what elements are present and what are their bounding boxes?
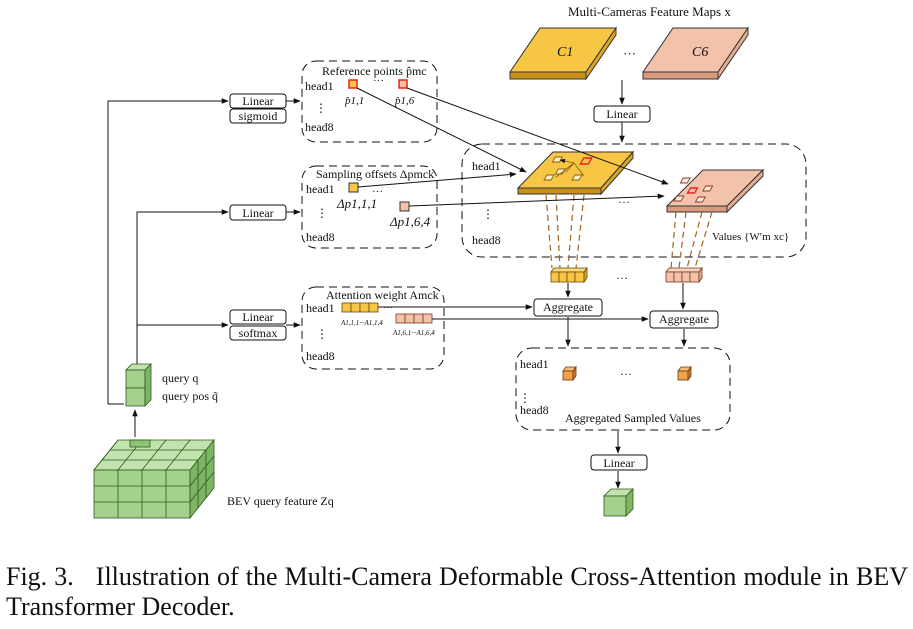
aggregate-box-1 xyxy=(533,298,603,317)
svg-text:···: ··· xyxy=(620,367,632,381)
svg-text:head1: head1 xyxy=(306,182,335,196)
attention-weight-title: Attention weight Amck xyxy=(326,288,439,302)
query-pos-label: query pos q̃ xyxy=(162,389,218,403)
svg-text:Linear: Linear xyxy=(603,456,634,470)
svg-text:head1: head1 xyxy=(305,79,334,93)
svg-text:A1,1,1···A1,1,4: A1,1,1···A1,1,4 xyxy=(340,319,383,327)
aggregate-box-2 xyxy=(649,310,719,329)
svg-text:⋮: ⋮ xyxy=(519,391,531,405)
camera-ellipsis: ··· xyxy=(623,46,636,61)
svg-text:head1: head1 xyxy=(472,159,501,173)
svg-text:⋮: ⋮ xyxy=(316,206,328,220)
svg-text:⋮: ⋮ xyxy=(482,207,494,221)
svg-text:Linear: Linear xyxy=(242,310,273,324)
svg-text:···: ··· xyxy=(616,271,628,285)
reference-points-title: Reference points p̂mc xyxy=(322,64,427,78)
bev-query-label: BEV query feature Zq xyxy=(227,494,334,508)
svg-text:Aggregate: Aggregate xyxy=(543,300,593,314)
svg-text:⋮: ⋮ xyxy=(315,101,327,115)
sampling-offsets-region xyxy=(301,165,438,249)
sampled-cubes-salmon xyxy=(665,266,703,284)
svg-text:head1: head1 xyxy=(520,357,549,371)
svg-text:head8: head8 xyxy=(306,349,335,363)
reference-points-region xyxy=(301,60,438,143)
camera-map-c1: C1 xyxy=(509,26,617,81)
linear-box-output xyxy=(590,454,648,471)
ref-point-6 xyxy=(398,79,408,89)
svg-text:C6: C6 xyxy=(692,45,708,60)
values-label: Values {W′m xc} xyxy=(712,231,789,243)
sampling-offsets-title: Sampling offsets Δpmck xyxy=(316,167,434,181)
svg-text:p̂1,1: p̂1,1 xyxy=(344,95,364,107)
softmax-box xyxy=(229,325,287,341)
caption-text: Illustration of the Multi-Camera Deforma… xyxy=(6,562,908,621)
svg-text:sigmoid: sigmoid xyxy=(239,109,278,123)
weights-salmon xyxy=(395,313,433,324)
aggregated-cube-2 xyxy=(677,365,692,382)
attention-weight-region xyxy=(301,286,445,370)
svg-text:···: ··· xyxy=(372,186,383,198)
svg-text:p̂1,6: p̂1,6 xyxy=(394,95,415,107)
svg-text:Linear: Linear xyxy=(242,94,273,108)
output-cube xyxy=(603,488,634,517)
sampling-lines-yellow xyxy=(545,194,585,269)
svg-text:···: ··· xyxy=(373,75,384,87)
value-map-yellow xyxy=(516,150,635,196)
svg-text:A1,6,1···A1,6,4: A1,6,1···A1,6,4 xyxy=(392,329,435,337)
sigmoid-box xyxy=(229,108,287,124)
svg-text:Linear: Linear xyxy=(606,107,637,121)
figure-number: Fig. 3. xyxy=(6,562,74,591)
aggregated-values-label: Aggregated Sampled Values xyxy=(565,411,701,425)
svg-text:···: ··· xyxy=(618,195,630,209)
svg-text:C1: C1 xyxy=(557,45,573,60)
svg-text:head8: head8 xyxy=(472,233,501,247)
svg-text:head1: head1 xyxy=(306,301,335,315)
svg-text:Δp1,6,4: Δp1,6,4 xyxy=(389,214,431,229)
sampling-lines-salmon xyxy=(670,211,713,269)
svg-text:Δp1,1,1: Δp1,1,1 xyxy=(336,196,377,211)
svg-text:head8: head8 xyxy=(305,120,334,134)
values-region xyxy=(461,143,807,258)
offset-point-1 xyxy=(348,182,359,193)
ref-point-1 xyxy=(348,79,358,89)
svg-text:Linear: Linear xyxy=(242,206,273,220)
svg-text:head8: head8 xyxy=(520,403,549,417)
offset-point-6 xyxy=(399,201,410,212)
svg-text:···: ··· xyxy=(383,303,393,314)
svg-text:Aggregate: Aggregate xyxy=(659,312,709,326)
figure-caption: Fig. 3.Illustration of the Multi-Camera … xyxy=(6,562,908,622)
svg-text:softmax: softmax xyxy=(239,326,278,340)
linear-box-attn xyxy=(229,309,287,325)
camera-map-c6: C6 xyxy=(642,26,749,81)
value-map-salmon xyxy=(665,168,765,214)
sampled-cubes-yellow xyxy=(550,266,588,284)
aggregated-values-region xyxy=(515,347,731,431)
aggregated-cube-1 xyxy=(562,365,577,382)
bev-query-block xyxy=(93,438,215,520)
query-cube-stack xyxy=(125,363,152,407)
svg-text:⋮: ⋮ xyxy=(316,327,328,341)
feature-maps-title: Multi-Cameras Feature Maps x xyxy=(568,4,731,19)
svg-text:head8: head8 xyxy=(306,230,335,244)
weights-yellow xyxy=(341,302,379,313)
query-label: query q xyxy=(162,371,198,385)
